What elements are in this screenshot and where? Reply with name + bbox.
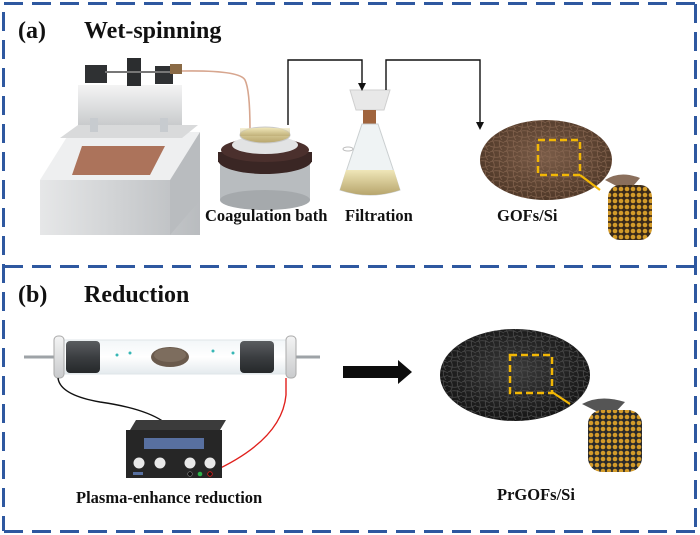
- caption-prgofs-si: PrGOFs/Si: [497, 485, 575, 504]
- gofs-si-fiber-zoom: [605, 174, 652, 240]
- panel-a-title: Wet-spinning: [84, 18, 222, 44]
- panel-b: [24, 329, 642, 478]
- connector-filtration-to-product: [385, 59, 481, 125]
- spinning-machine: [40, 58, 251, 235]
- caption-gofs-si: GOFs/Si: [497, 206, 558, 225]
- caption-filtration: Filtration: [345, 206, 413, 225]
- process-connectors: [287, 59, 484, 130]
- prgofs-si-mat: [440, 329, 590, 421]
- panel-b-title: Reduction: [84, 282, 190, 308]
- plasma-tube: [24, 335, 320, 379]
- panel-a: [40, 58, 652, 240]
- zoom-highlight-box: [536, 138, 582, 177]
- panel-b-letter: (b): [18, 282, 48, 308]
- filtration-flask: [339, 89, 401, 196]
- coagulation-bath: [218, 126, 312, 210]
- panel-a-letter: (a): [18, 18, 46, 44]
- zoom-highlight-box: [508, 353, 554, 395]
- power-supply: [126, 420, 226, 478]
- process-arrow: [343, 360, 412, 384]
- caption-coagulation-bath: Coagulation bath: [205, 206, 328, 225]
- red-wire: [211, 378, 287, 473]
- gofs-si-mat: [480, 120, 612, 200]
- prgofs-si-fiber-zoom: [582, 398, 642, 472]
- connector-bath-to-filtration: [287, 59, 363, 125]
- caption-plasma-reduction: Plasma-enhance reduction: [76, 488, 263, 507]
